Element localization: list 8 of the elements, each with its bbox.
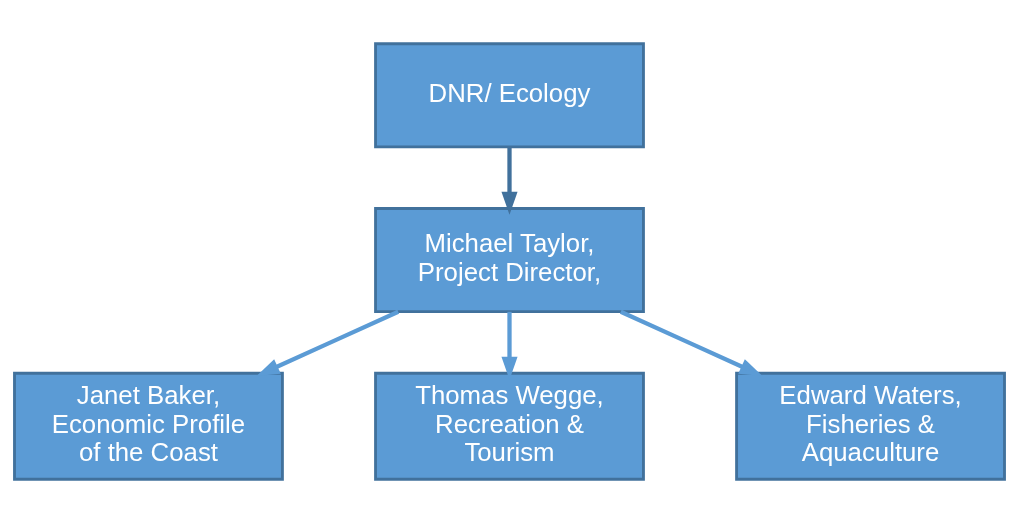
node-box: Edward Waters, Fisheries & Aquaculture xyxy=(735,371,1006,481)
arrow xyxy=(501,146,518,215)
arrow xyxy=(619,309,763,376)
node-box: Janet Baker, Economic Profile of the Coast xyxy=(13,371,284,481)
node-box: DNR/ Ecology xyxy=(374,41,645,148)
node-box: Michael Taylor, Project Director, xyxy=(374,206,645,313)
node-box: Thomas Wegge, Recreation & Tourism xyxy=(374,371,645,481)
arrow xyxy=(256,309,400,376)
